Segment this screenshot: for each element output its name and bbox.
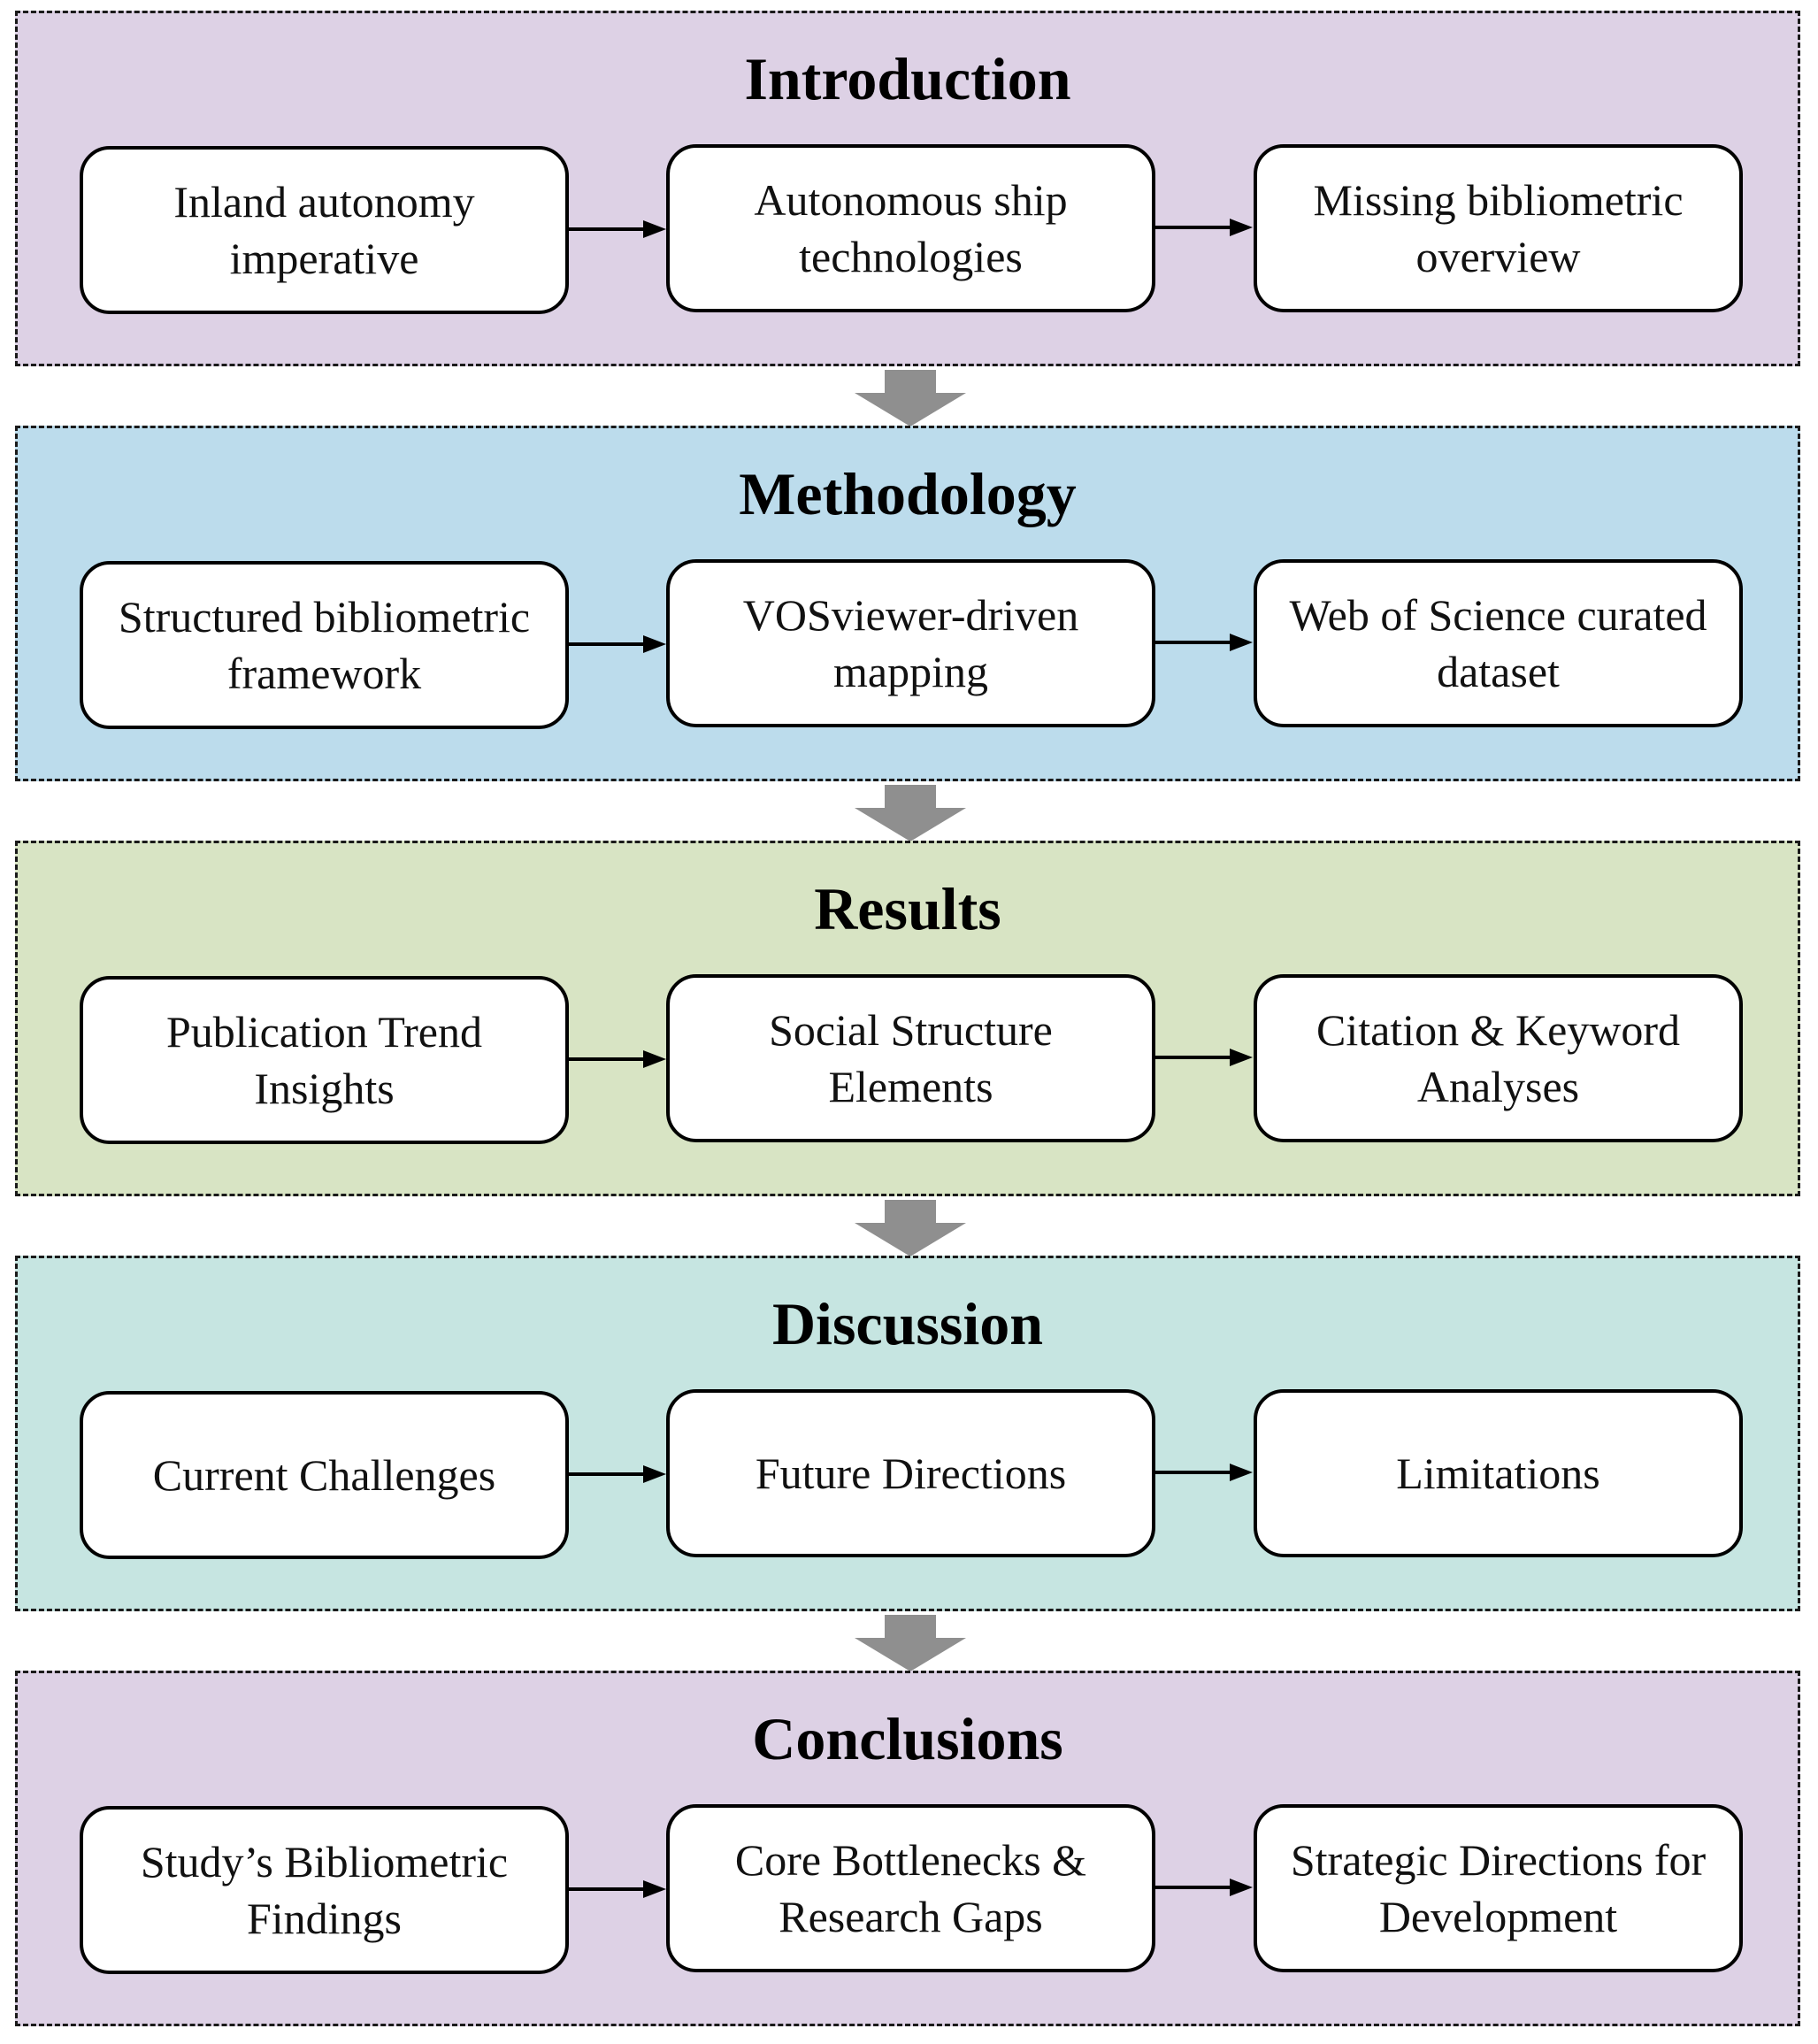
step-box[interactable]: Structured bibliometric framework — [80, 561, 569, 729]
step-label: Core Bottlenecks & Research Gaps — [734, 1835, 1087, 1941]
flow-arrow-icon — [1155, 1464, 1253, 1481]
section-title: Introduction — [744, 45, 1071, 112]
section-conclusions: Conclusions Study’s Bibliometric Finding… — [15, 1671, 1800, 2026]
down-arrow-icon — [855, 370, 966, 426]
section-title: Results — [814, 875, 1001, 942]
step-label: VOSviewer-driven mapping — [742, 590, 1079, 696]
step-box[interactable]: Web of Science curated dataset — [1254, 559, 1743, 727]
step-label: Structured bibliometric framework — [118, 592, 531, 698]
step-box[interactable]: Publication Trend Insights — [80, 976, 569, 1144]
step-label: Publication Trend Insights — [166, 1007, 482, 1113]
flow-arrow-icon — [569, 1050, 666, 1068]
step-label: Missing bibliometric overview — [1313, 175, 1684, 281]
step-box[interactable]: Study’s Bibliometric Findings — [80, 1806, 569, 1974]
section-methodology: Methodology Structured bibliometric fram… — [15, 426, 1800, 781]
step-box[interactable]: Current Challenges — [80, 1391, 569, 1559]
section-discussion: Discussion Current Challenges Future Dir… — [15, 1256, 1800, 1611]
step-label: Study’s Bibliometric Findings — [140, 1837, 509, 1943]
section-title: Discussion — [771, 1290, 1044, 1357]
section-introduction: Introduction Inland autonomy imperative … — [15, 11, 1800, 366]
flow-arrow-icon — [569, 1880, 666, 1898]
step-label: Social Structure Elements — [769, 1005, 1053, 1111]
down-arrow-icon — [855, 1615, 966, 1671]
step-box[interactable]: Inland autonomy imperative — [80, 146, 569, 314]
step-label: Citation & Keyword Analyses — [1316, 1005, 1681, 1111]
step-label: Autonomous ship technologies — [754, 175, 1068, 281]
step-box[interactable]: Autonomous ship technologies — [666, 144, 1155, 312]
section-results: Results Publication Trend Insights Socia… — [15, 841, 1800, 1196]
flow-arrow-icon — [1155, 634, 1253, 651]
step-label: Current Challenges — [152, 1450, 496, 1500]
flow-arrow-icon — [569, 635, 666, 653]
step-box[interactable]: Citation & Keyword Analyses — [1254, 974, 1743, 1142]
flow-arrow-icon — [1155, 219, 1253, 236]
flow-arrow-icon — [569, 1465, 666, 1483]
step-box[interactable]: VOSviewer-driven mapping — [666, 559, 1155, 727]
step-box[interactable]: Core Bottlenecks & Research Gaps — [666, 1804, 1155, 1972]
flow-arrow-icon — [569, 220, 666, 238]
step-box[interactable]: Missing bibliometric overview — [1254, 144, 1743, 312]
section-title: Conclusions — [752, 1705, 1063, 1772]
step-label: Inland autonomy imperative — [173, 177, 475, 283]
step-label: Future Directions — [755, 1448, 1067, 1498]
step-box[interactable]: Limitations — [1254, 1389, 1743, 1557]
flow-arrow-icon — [1155, 1879, 1253, 1896]
step-label: Limitations — [1396, 1448, 1600, 1498]
down-arrow-icon — [855, 785, 966, 841]
flow-arrow-icon — [1155, 1049, 1253, 1066]
section-title: Methodology — [739, 460, 1077, 527]
step-box[interactable]: Future Directions — [666, 1389, 1155, 1557]
step-label: Strategic Directions for Development — [1290, 1835, 1707, 1941]
step-label: Web of Science curated dataset — [1289, 590, 1707, 696]
step-box[interactable]: Social Structure Elements — [666, 974, 1155, 1142]
down-arrow-icon — [855, 1200, 966, 1256]
step-box[interactable]: Strategic Directions for Development — [1254, 1804, 1743, 1972]
